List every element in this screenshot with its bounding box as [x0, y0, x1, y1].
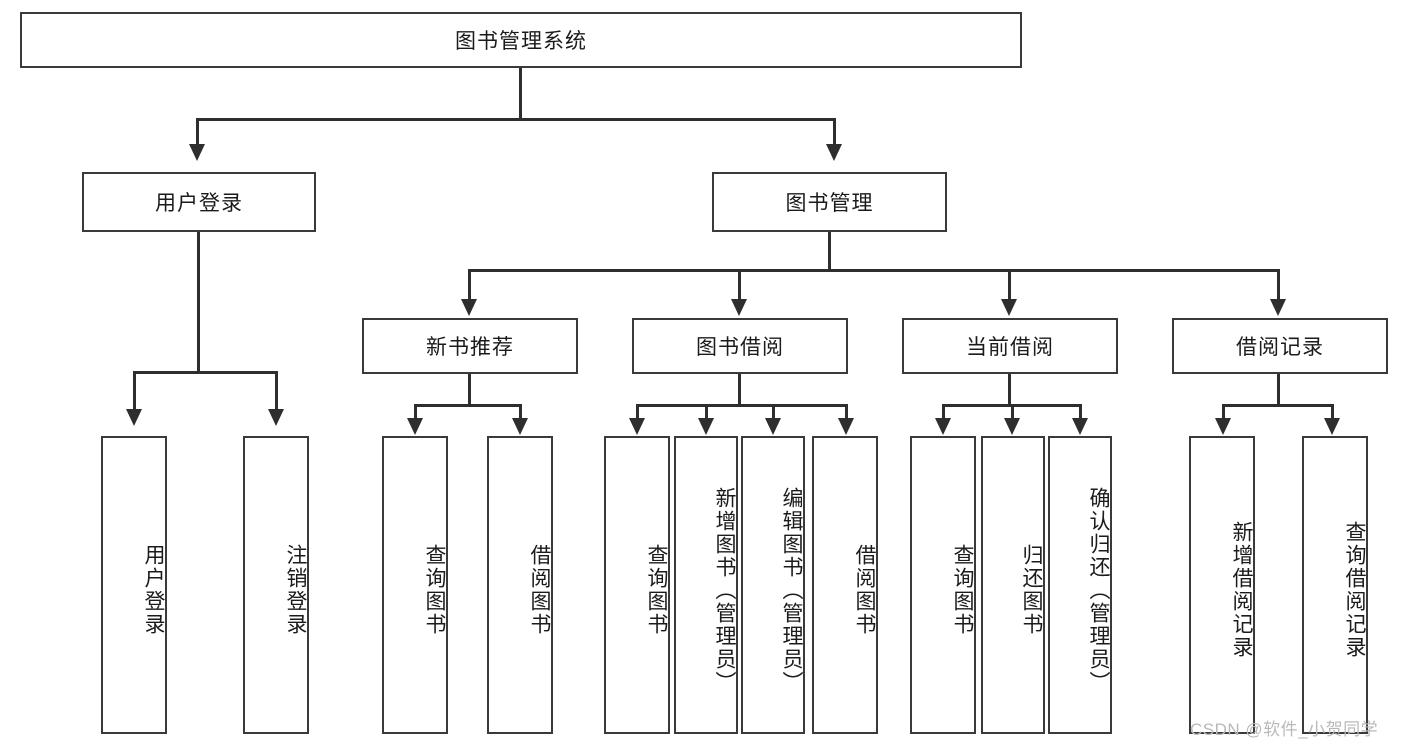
- arrow-leaf-query-book-2: [629, 418, 645, 435]
- edge-bookborrow-stem: [738, 374, 741, 406]
- arrow-leaf-query-book-1: [407, 418, 423, 435]
- edge-level3-drop-2: [738, 269, 741, 301]
- watermark-text: CSDN @软件_小贺同学: [1190, 720, 1379, 739]
- node-label: 注销登录: [284, 544, 307, 636]
- edge-bookmgmt-stem: [828, 232, 831, 272]
- leaf-query-book-current[interactable]: 查询图书: [910, 436, 976, 734]
- watermark-csdn: CSDN @软件_小贺同学: [1190, 715, 1378, 740]
- edge-bookborrow-drop-4: [845, 404, 848, 422]
- edge-root-stem: [519, 68, 522, 120]
- node-new-book-recommend[interactable]: 新书推荐: [362, 318, 578, 374]
- leaf-confirm-return-admin[interactable]: 确认归还（管理员）: [1048, 436, 1112, 734]
- leaf-query-borrow-record[interactable]: 查询借阅记录: [1302, 436, 1368, 734]
- arrow-leaf-return-book: [1004, 418, 1020, 435]
- node-label: 新书推荐: [426, 336, 514, 359]
- arrow-to-current-borrow: [1001, 299, 1017, 316]
- arrow-to-new-book: [461, 299, 477, 316]
- leaf-add-book-admin[interactable]: 新增图书（管理员）: [674, 436, 738, 734]
- node-label: 借阅图书: [528, 544, 551, 636]
- node-label: 图书借阅: [696, 336, 784, 359]
- edge-bookborrow-drop-3: [772, 404, 775, 422]
- edge-newbook-stem: [468, 374, 471, 406]
- arrow-leaf-query-book-3: [935, 418, 951, 435]
- arrow-leaf-add-record: [1215, 418, 1231, 435]
- edge-level3-drop-4: [1277, 269, 1280, 301]
- edge-borrowrecord-drop-1: [1222, 404, 1225, 422]
- edge-bookborrow-bus: [636, 404, 848, 407]
- edge-userlogin-bus: [133, 371, 278, 374]
- arrow-to-borrow-record: [1270, 299, 1286, 316]
- arrow-leaf-logout: [268, 409, 284, 426]
- node-label: 借阅图书: [853, 544, 876, 636]
- edge-userlogin-drop-2: [275, 371, 278, 411]
- edge-borrowrecord-drop-2: [1331, 404, 1334, 422]
- edge-level3-drop-3: [1008, 269, 1011, 301]
- edge-level3-drop-1: [468, 269, 471, 301]
- node-current-borrow[interactable]: 当前借阅: [902, 318, 1118, 374]
- node-label: 查询图书: [951, 544, 974, 636]
- arrow-leaf-query-record: [1324, 418, 1340, 435]
- node-label: 当前借阅: [966, 336, 1054, 359]
- node-label: 用户登录: [155, 192, 243, 215]
- arrow-to-bookmgmt: [826, 144, 842, 161]
- node-label: 查询借阅记录: [1343, 521, 1366, 659]
- node-label: 查询图书: [423, 544, 446, 636]
- edge-newbook-bus: [414, 404, 522, 407]
- node-label: 查询图书: [645, 544, 668, 636]
- edge-userlogin-stem: [197, 232, 200, 373]
- node-label: 编辑图书（管理员）: [780, 486, 803, 694]
- node-label: 图书管理系统: [455, 30, 587, 53]
- edge-currentborrow-drop-1: [942, 404, 945, 422]
- arrow-leaf-borrow-book-2: [838, 418, 854, 435]
- arrow-leaf-user-login: [126, 409, 142, 426]
- node-user-login[interactable]: 用户登录: [82, 172, 316, 232]
- arrow-to-userlogin: [189, 144, 205, 161]
- arrow-leaf-add-book: [698, 418, 714, 435]
- edge-borrowrecord-bus: [1222, 404, 1334, 407]
- node-label: 确认归还（管理员）: [1087, 486, 1110, 694]
- edge-userlogin-drop-1: [133, 371, 136, 411]
- node-label: 归还图书: [1020, 544, 1043, 636]
- arrow-leaf-edit-book: [765, 418, 781, 435]
- arrow-to-book-borrow: [731, 299, 747, 316]
- leaf-query-book-borrow[interactable]: 查询图书: [604, 436, 670, 734]
- leaf-borrow-book[interactable]: 借阅图书: [812, 436, 878, 734]
- node-borrow-record[interactable]: 借阅记录: [1172, 318, 1388, 374]
- leaf-edit-book-admin[interactable]: 编辑图书（管理员）: [741, 436, 805, 734]
- node-label: 借阅记录: [1236, 336, 1324, 359]
- edge-bookborrow-drop-1: [636, 404, 639, 422]
- edge-borrowrecord-stem: [1277, 374, 1280, 406]
- edge-root-to-bookmgmt: [833, 118, 836, 146]
- node-label: 新增借阅记录: [1230, 521, 1253, 659]
- node-book-borrow[interactable]: 图书借阅: [632, 318, 848, 374]
- edge-bookborrow-drop-2: [705, 404, 708, 422]
- arrow-leaf-confirm-return: [1072, 418, 1088, 435]
- edge-currentborrow-stem: [1008, 374, 1011, 406]
- leaf-add-borrow-record[interactable]: 新增借阅记录: [1189, 436, 1255, 734]
- leaf-logout[interactable]: 注销登录: [243, 436, 309, 734]
- edge-currentborrow-drop-2: [1011, 404, 1014, 422]
- node-label: 新增图书（管理员）: [713, 486, 736, 694]
- edge-newbook-drop-1: [414, 404, 417, 422]
- node-label: 图书管理: [785, 192, 874, 215]
- edge-level3-bus: [468, 269, 1280, 272]
- arrow-leaf-borrow-book-1: [512, 418, 528, 435]
- node-label: 用户登录: [142, 544, 165, 636]
- node-root-system[interactable]: 图书管理系统: [20, 12, 1022, 68]
- node-book-management[interactable]: 图书管理: [712, 172, 947, 232]
- leaf-user-login[interactable]: 用户登录: [101, 436, 167, 734]
- leaf-return-book[interactable]: 归还图书: [981, 436, 1045, 734]
- leaf-query-book-recommend[interactable]: 查询图书: [382, 436, 448, 734]
- edge-root-to-userlogin: [196, 118, 199, 146]
- edge-root-bus: [196, 118, 836, 121]
- edge-currentborrow-drop-3: [1079, 404, 1082, 422]
- leaf-borrow-book-recommend[interactable]: 借阅图书: [487, 436, 553, 734]
- edge-newbook-drop-2: [519, 404, 522, 422]
